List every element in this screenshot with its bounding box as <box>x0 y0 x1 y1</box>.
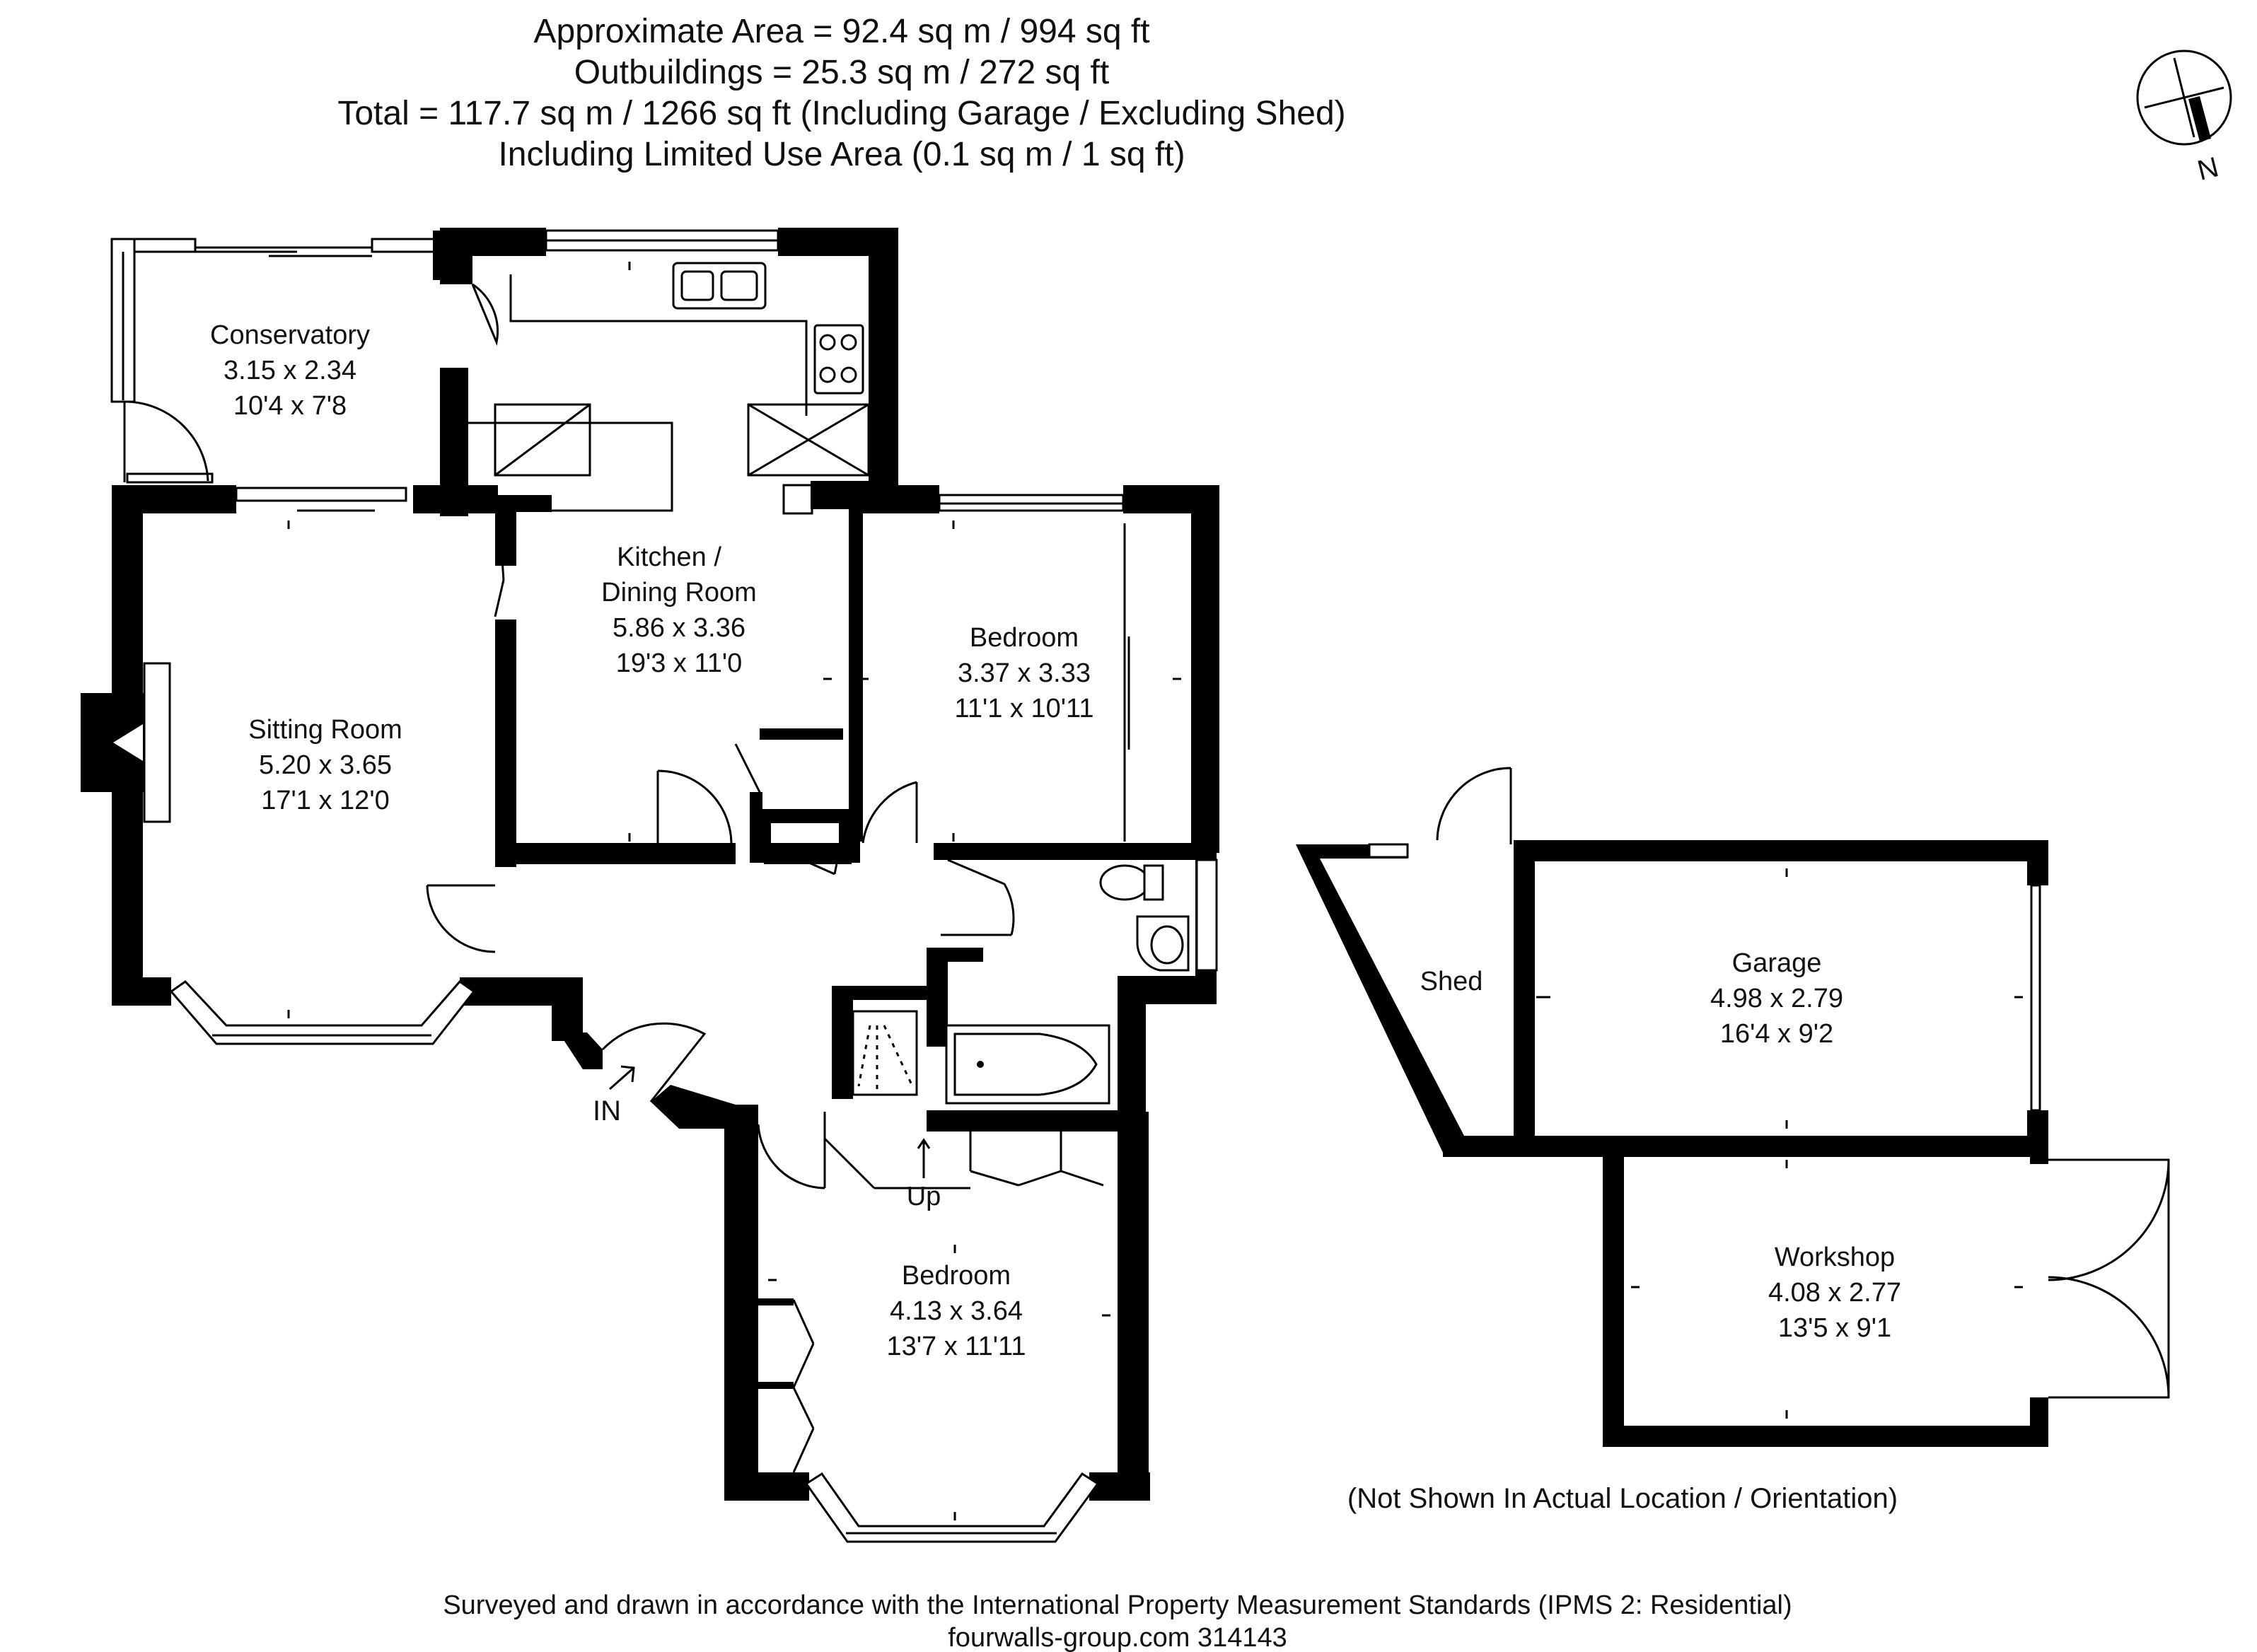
room-name: Workshop <box>1775 1243 1895 1272</box>
footer-reference: fourwalls-group.com 314143 <box>948 1623 1287 1652</box>
room-metric: 3.37 x 3.33 <box>958 658 1091 688</box>
north-label: N <box>2194 151 2222 187</box>
room-conservatory-label: Conservatory 3.15 x 2.34 10'4 x 7'8 <box>210 320 370 421</box>
room-name: Bedroom <box>970 623 1079 653</box>
room-workshop-label: Workshop 4.08 x 2.77 13'5 x 9'1 <box>1768 1243 1901 1343</box>
footer: Surveyed and drawn in accordance with th… <box>443 1590 1792 1652</box>
basin-icon <box>1136 915 1190 972</box>
shower-icon <box>852 1010 918 1096</box>
room-kitchen-label: Kitchen / Dining Room 5.86 x 3.36 19'3 x… <box>601 542 757 678</box>
room-metric: 4.08 x 2.77 <box>1768 1278 1901 1308</box>
room-bedroom-2-label: Bedroom 4.13 x 3.64 13'7 x 11'11 <box>887 1261 1026 1361</box>
room-imperial: 13'5 x 9'1 <box>1778 1313 1891 1343</box>
room-garage-label: Garage 4.98 x 2.79 16'4 x 9'2 <box>1710 948 1843 1049</box>
outbuildings-note: (Not Shown In Actual Location / Orientat… <box>1347 1483 1898 1514</box>
room-metric: 5.20 x 3.65 <box>259 750 392 780</box>
room-metric: 4.13 x 3.64 <box>890 1296 1023 1326</box>
bath-icon <box>945 1024 1110 1105</box>
area-line-main: Approximate Area = 92.4 sq m / 994 sq ft <box>533 13 1149 50</box>
fixtures <box>465 262 1190 1105</box>
doors <box>297 283 1130 1189</box>
room-imperial: 10'4 x 7'8 <box>233 391 347 421</box>
room-name-line2: Dining Room <box>601 578 757 607</box>
hob-icon <box>813 324 864 395</box>
room-imperial: 11'1 x 10'11 <box>955 694 1094 723</box>
house-walls <box>81 228 1219 1543</box>
room-imperial: 17'1 x 12'0 <box>261 786 389 815</box>
room-name: Bedroom <box>902 1261 1011 1291</box>
kitchen-island <box>465 421 673 512</box>
area-line-outbuildings: Outbuildings = 25.3 sq m / 272 sq ft <box>574 54 1109 91</box>
room-imperial: 19'3 x 11'0 <box>616 648 743 678</box>
footer-standards: Surveyed and drawn in accordance with th… <box>443 1590 1792 1620</box>
room-imperial: 16'4 x 9'2 <box>1720 1019 1833 1049</box>
area-line-total: Total = 117.7 sq m / 1266 sq ft (Includi… <box>337 95 1345 132</box>
room-imperial: 13'7 x 11'11 <box>887 1332 1026 1361</box>
appliance-marker <box>494 403 870 477</box>
entrance-marker: IN <box>593 1065 635 1127</box>
room-name: Sitting Room <box>248 715 402 745</box>
room-bedroom-1-label: Bedroom 3.37 x 3.33 11'1 x 10'11 <box>955 623 1094 723</box>
room-metric: 3.15 x 2.34 <box>224 356 356 385</box>
room-name: Garage <box>1732 948 1822 978</box>
room-metric: 4.98 x 2.79 <box>1710 984 1843 1013</box>
entrance-label: IN <box>593 1095 621 1127</box>
room-metric: 5.86 x 3.36 <box>613 613 745 643</box>
room-shed-label: Shed <box>1420 967 1483 996</box>
area-summary: Approximate Area = 92.4 sq m / 994 sq ft… <box>337 13 1345 173</box>
stairs-marker: Up <box>907 1138 941 1211</box>
dimension-ticks <box>287 262 2023 1520</box>
north-arrow-icon: N <box>2136 50 2232 187</box>
toilet-icon <box>1099 864 1164 901</box>
room-name: Shed <box>1420 967 1483 996</box>
room-sitting-label: Sitting Room 5.20 x 3.65 17'1 x 12'0 <box>248 715 402 815</box>
area-line-limited-use: Including Limited Use Area (0.1 sq m / 1… <box>498 136 1185 173</box>
room-name-line1: Kitchen / <box>617 542 721 572</box>
room-name: Conservatory <box>210 320 370 350</box>
outbuildings <box>1296 767 2170 1447</box>
stairs-label: Up <box>907 1182 941 1211</box>
